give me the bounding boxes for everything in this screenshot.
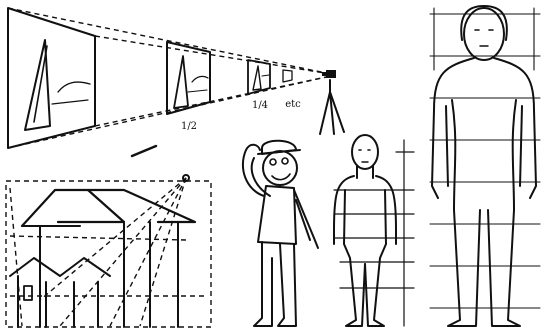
label-etc: etc <box>285 99 301 110</box>
picture-frame-small <box>283 70 292 82</box>
label-quarter: 1/4 <box>252 100 268 111</box>
figure-adult <box>430 6 540 326</box>
figure-child <box>334 135 414 326</box>
figure-boy-cap <box>243 141 318 326</box>
picture-frame-quarter <box>248 60 270 94</box>
stray-mark <box>132 146 156 156</box>
picture-frame-full <box>8 8 95 148</box>
camera-tripod-icon <box>320 70 344 134</box>
label-half: 1/2 <box>181 121 197 132</box>
house-diagram <box>6 175 211 327</box>
perspective-diagram: 1/2 1/4 etc <box>8 8 344 156</box>
